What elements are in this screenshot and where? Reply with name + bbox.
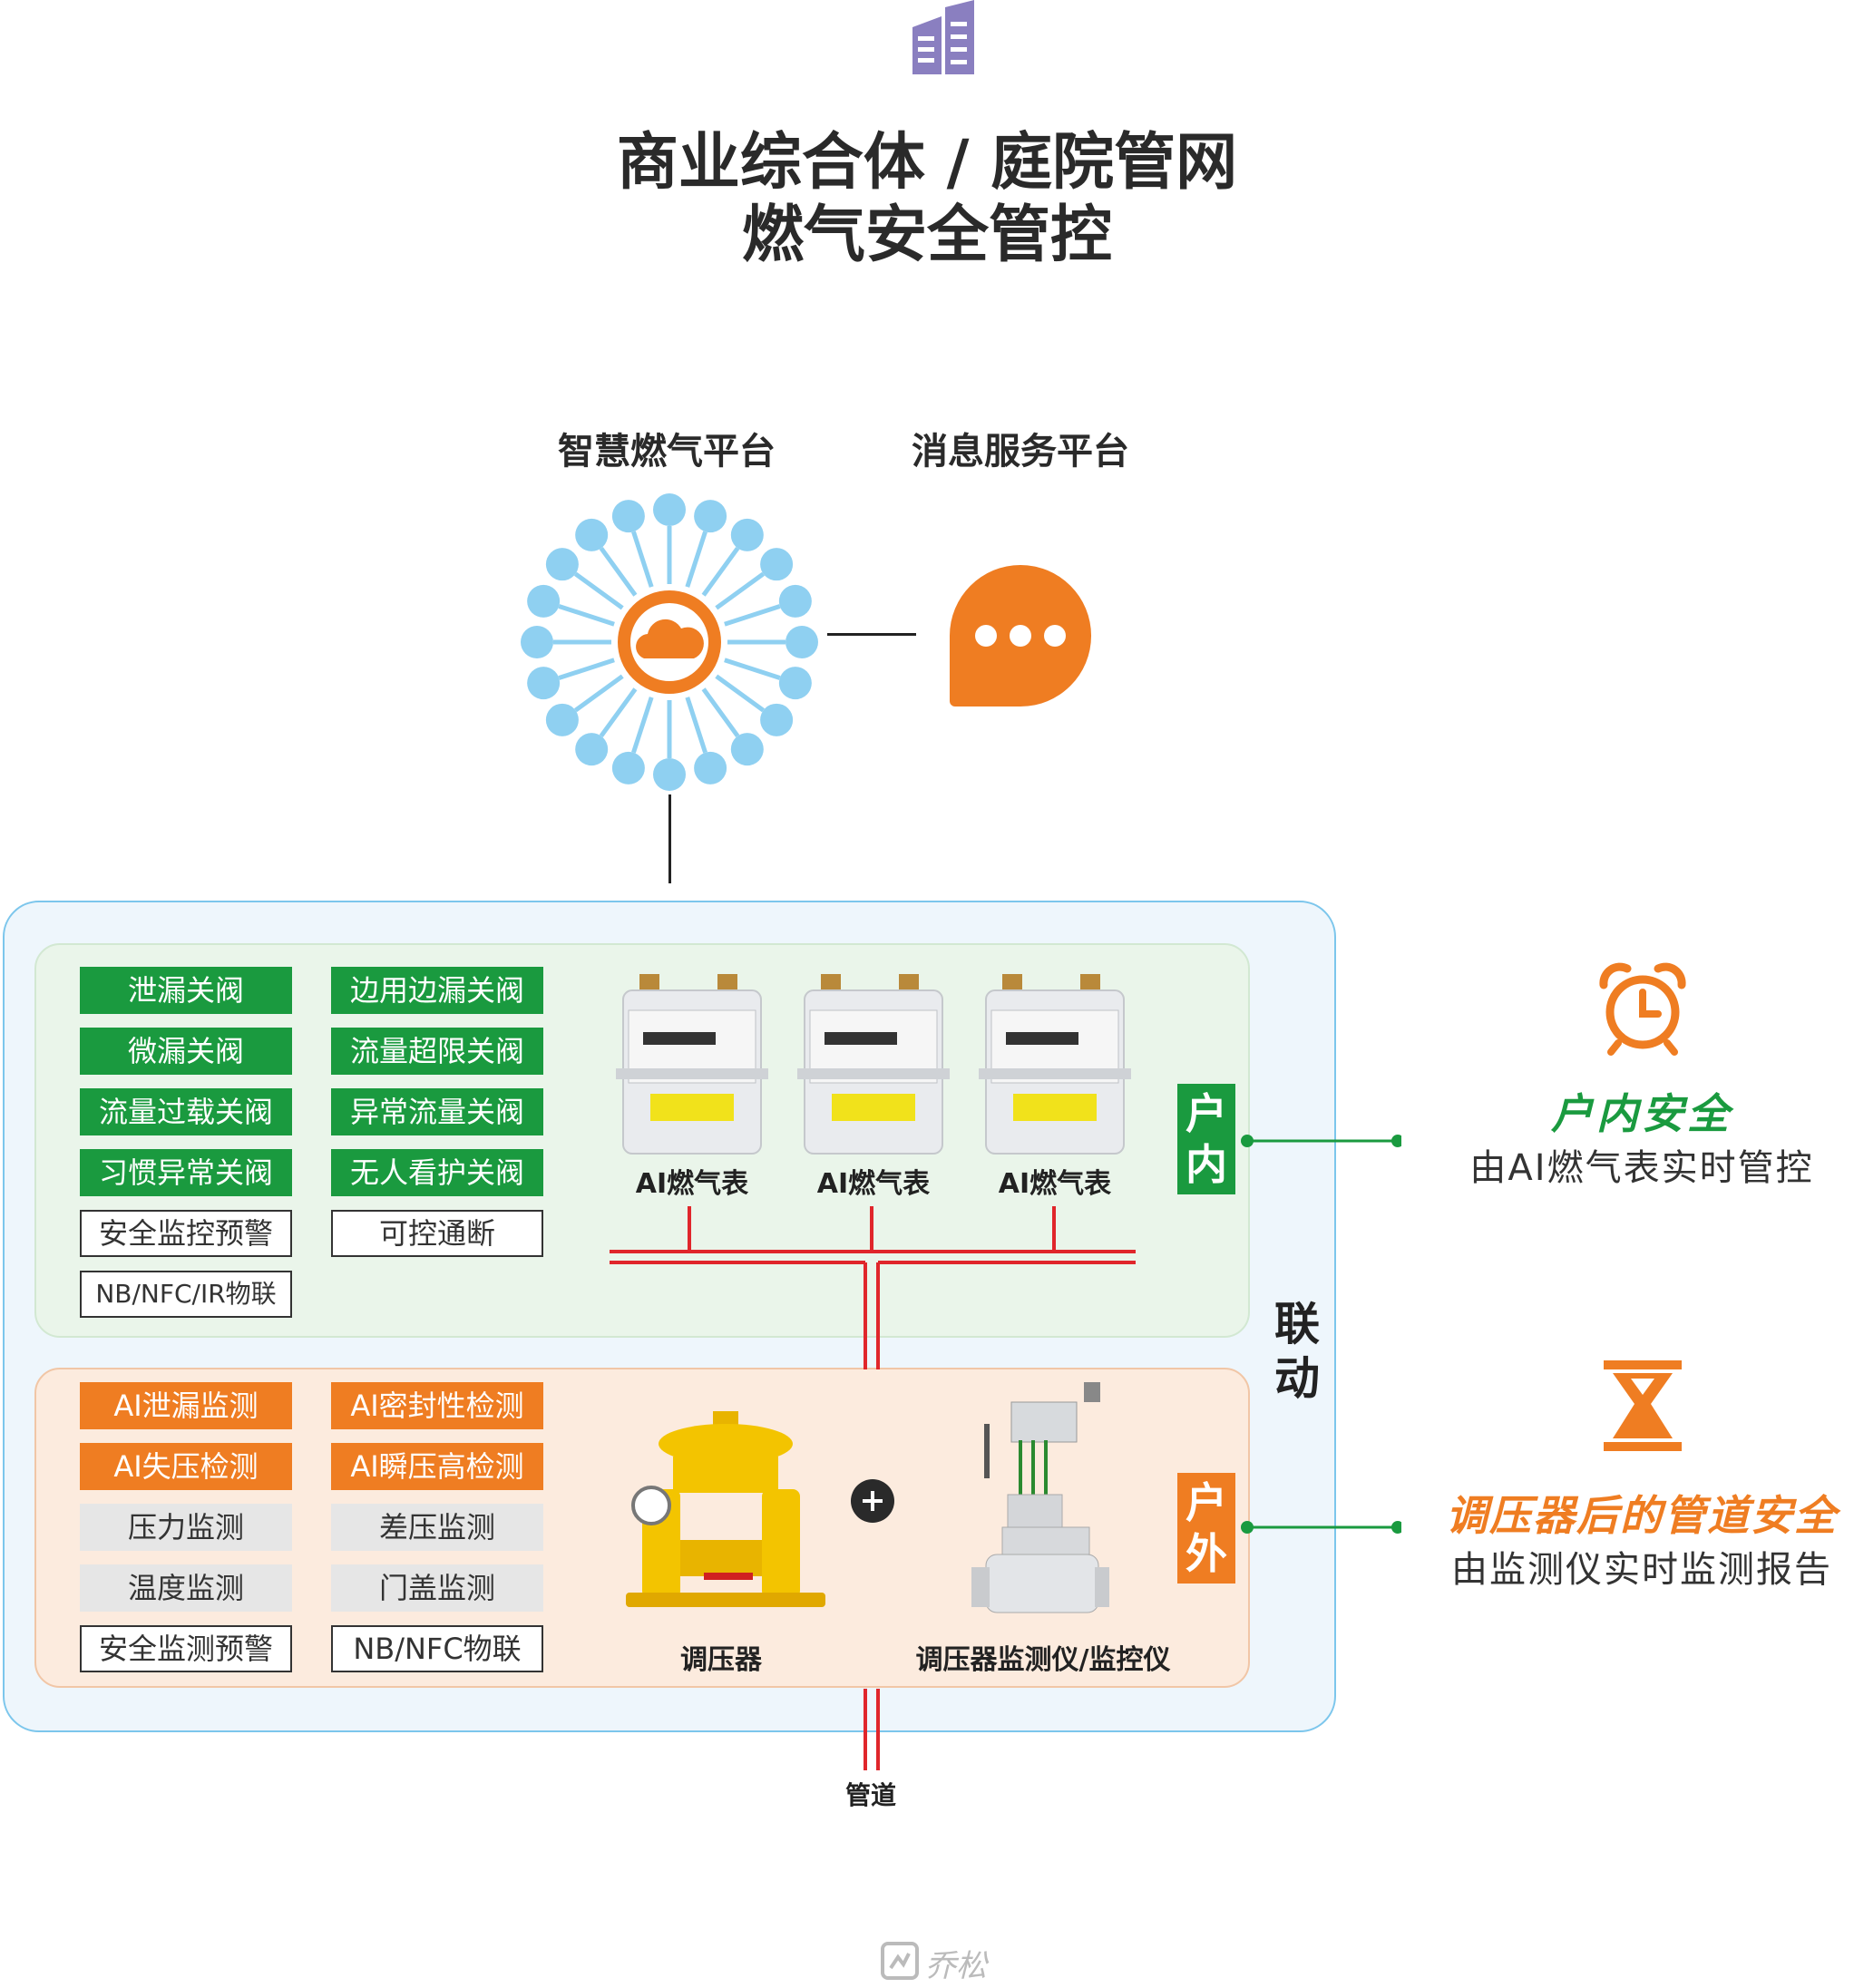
tag-ai-leak-monitor: AI泄漏监测: [80, 1382, 292, 1429]
outdoor-side-tag-text: 户外: [1186, 1478, 1227, 1578]
tag-ai-pressure-loss: AI失压检测: [80, 1443, 292, 1490]
tag-micro-leak-shutoff: 微漏关阀: [80, 1028, 292, 1075]
regulator-monitor-icon: [971, 1382, 1109, 1613]
hub-node: [575, 518, 609, 551]
hub-node: [653, 493, 686, 526]
pressure-regulator-icon: [626, 1411, 825, 1607]
hub-node: [527, 584, 561, 618]
indoor-safety-title: 户内安全: [1551, 1089, 1732, 1138]
hub-node: [730, 733, 764, 766]
side-connectors: [1241, 1135, 1401, 1534]
hub-spoke: [715, 674, 766, 713]
hub-spoke: [573, 571, 624, 610]
pipe-label: 管道: [844, 1780, 896, 1810]
hub-node: [575, 733, 609, 766]
hub-spoke: [558, 604, 615, 627]
hourglass-icon: [1604, 1360, 1682, 1451]
hub-node: [545, 703, 579, 736]
hub-node: [694, 500, 727, 533]
ai-gas-meter-icon: [797, 974, 950, 1155]
outdoor-side-tag: 户外: [1177, 1473, 1235, 1584]
hub-spoke: [701, 687, 740, 738]
hub-node: [521, 626, 553, 658]
tag-controllable-switch: 可控通断: [331, 1210, 543, 1257]
hub-spoke: [701, 546, 740, 597]
hub-node: [694, 751, 727, 784]
indoor-safety-subtitle: 由AI燃气表实时管控: [1469, 1147, 1814, 1189]
tag-nb-nfc-iot: NB/NFC物联: [331, 1625, 543, 1672]
hub-spoke: [685, 531, 707, 588]
hub-spoke: [599, 687, 638, 738]
hub-spoke: [631, 531, 654, 588]
ai-gas-meter-icon: [979, 974, 1131, 1155]
tag-flow-overload-shutoff: 流量过载关阀: [80, 1088, 292, 1135]
plus-icon: [851, 1479, 894, 1523]
building-icon: [912, 0, 974, 74]
hub-spoke: [631, 697, 654, 754]
gas-pipe-network: [610, 1206, 1136, 1770]
platform-connector-line: [827, 633, 916, 636]
page-title-line2: 燃气安全管控: [741, 200, 1112, 271]
tag-flow-exceed-shutoff: 流量超限关阀: [331, 1028, 543, 1075]
hub-node: [760, 548, 794, 581]
meter-label-1: AI燃气表: [635, 1168, 749, 1200]
alarm-clock-icon: [1599, 962, 1686, 1056]
hub-spoke: [599, 546, 638, 597]
hub-spoke: [715, 571, 766, 610]
regulator-monitor-label: 调压器监测仪/监控仪: [915, 1644, 1171, 1676]
outdoor-safety-subtitle: 由监测仪实时监测报告: [1451, 1549, 1832, 1591]
cloud-hub-icon: [521, 493, 818, 791]
tag-abnormal-flow-shutoff: 异常流量关阀: [331, 1088, 543, 1135]
hub-node: [527, 667, 561, 700]
tag-use-leak-shutoff: 边用边漏关阀: [331, 967, 543, 1014]
linkage-label: 联动: [1274, 1298, 1320, 1405]
tag-habit-anomaly-shutoff: 习惯异常关阀: [80, 1149, 292, 1196]
indoor-side-tag: 户内: [1177, 1084, 1235, 1194]
hub-node: [730, 518, 764, 551]
tag-temperature-monitor: 温度监测: [80, 1564, 292, 1612]
tag-ai-surge-test: AI瞬压高检测: [331, 1443, 543, 1490]
smart-gas-platform-label: 智慧燃气平台: [558, 431, 776, 473]
tag-leak-shutoff: 泄漏关阀: [80, 967, 292, 1014]
indoor-side-tag-text: 户内: [1186, 1089, 1227, 1189]
tag-ai-seal-test: AI密封性检测: [331, 1382, 543, 1429]
tag-unattended-shutoff: 无人看护关阀: [331, 1149, 543, 1196]
tag-safety-monitor-warning: 安全监测预警: [80, 1625, 292, 1672]
chat-bubble-icon: [950, 565, 1092, 707]
hub-spoke: [724, 658, 781, 680]
hub-node: [611, 500, 645, 533]
tag-nb-nfc-ir-iot: NB/NFC/IR物联: [80, 1271, 292, 1318]
hub-spoke: [573, 674, 624, 713]
hub-node: [778, 667, 812, 700]
ai-gas-meter-icon: [616, 974, 768, 1155]
page-title-line1: 商业综合体 / 庭院管网: [616, 127, 1238, 199]
hub-node: [760, 703, 794, 736]
hub-node: [786, 626, 818, 658]
hub-spoke: [724, 604, 781, 627]
message-platform-label: 消息服务平台: [912, 431, 1129, 473]
watermark-logo-icon: [881, 1942, 919, 1980]
hub-node: [545, 548, 579, 581]
regulator-label: 调压器: [680, 1644, 762, 1676]
hub-node: [653, 758, 686, 791]
watermark-text: 乔松: [925, 1948, 987, 1984]
hub-down-connector: [668, 794, 671, 883]
hub-node: [778, 584, 812, 618]
hub-node: [611, 751, 645, 784]
tag-safety-monitor-alert: 安全监控预警: [80, 1210, 292, 1257]
hub-spoke: [558, 658, 615, 680]
meter-label-3: AI燃气表: [998, 1168, 1112, 1200]
tag-diff-pressure-monitor: 差压监测: [331, 1504, 543, 1551]
tag-door-cover-monitor: 门盖监测: [331, 1564, 543, 1612]
outdoor-safety-title: 调压器后的管道安全: [1446, 1491, 1838, 1540]
hub-spoke: [685, 697, 707, 754]
meter-label-2: AI燃气表: [816, 1168, 931, 1200]
tag-pressure-monitor: 压力监测: [80, 1504, 292, 1551]
